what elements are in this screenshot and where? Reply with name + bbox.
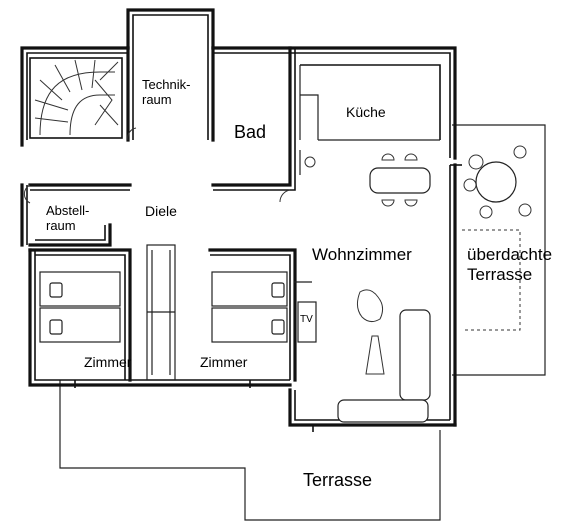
room-label-zimmer-right: Zimmer [200, 354, 248, 370]
door-swings [23, 127, 291, 204]
tv-icon [294, 281, 317, 343]
room-label-diele: Diele [145, 203, 177, 219]
bed-icon [39, 271, 288, 343]
room-label-ueberdachte-terrasse: überdachte Terrasse [467, 245, 553, 284]
room-label-wohnzimmer: Wohnzimmer [312, 245, 412, 264]
room-label-kueche: Küche [346, 104, 386, 120]
terrace-outline [59, 124, 546, 521]
room-label-bad: Bad [234, 122, 267, 142]
dining-table-icon [299, 150, 431, 207]
room-label-terrasse: Terrasse [303, 470, 373, 490]
tv-label: TV [300, 314, 313, 325]
room-label-zimmer-left: Zimmer [84, 354, 132, 370]
interior-walls [28, 46, 441, 382]
room-label-abstellraum: Abstell- raum [46, 203, 90, 233]
sofa-icon [337, 289, 431, 423]
window-marks [74, 164, 462, 432]
round-table-icon [462, 145, 532, 331]
staircase-icon [34, 59, 119, 136]
room-label-technikraum: Technik- raum [142, 77, 191, 107]
